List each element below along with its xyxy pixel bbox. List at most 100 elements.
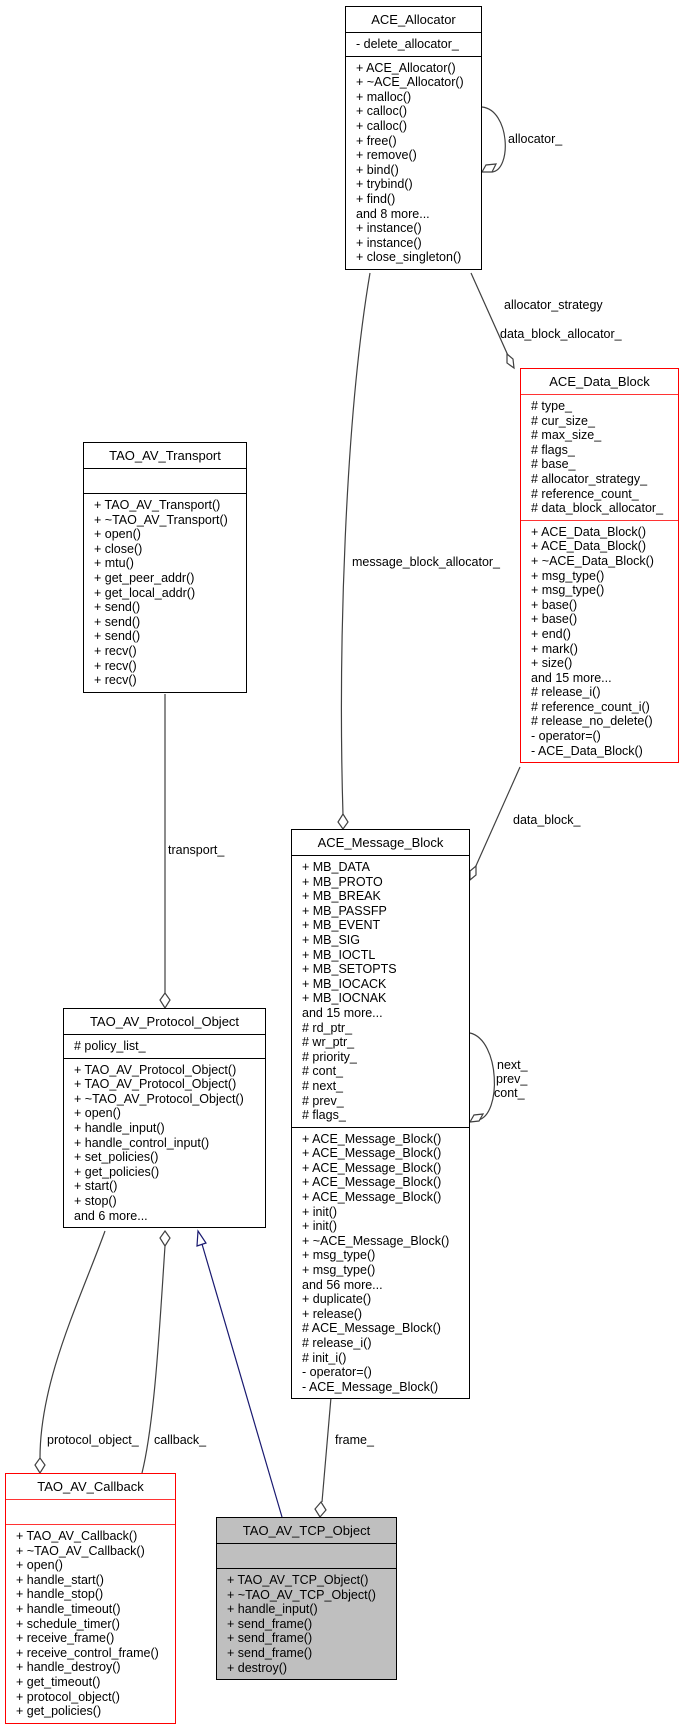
method-item: + get_policies() <box>16 1704 102 1719</box>
methods-compartment: + TAO_AV_Transport()+ ~TAO_AV_Transport(… <box>84 493 246 692</box>
method-item: + bind() <box>356 162 399 177</box>
method-item: # ACE_Message_Block() <box>302 1321 441 1336</box>
edge-label-protocol-object: protocol_object_ <box>47 1433 139 1447</box>
method-item: + ACE_Allocator() <box>356 60 456 75</box>
method-item: + open() <box>94 527 141 542</box>
method-item: + schedule_timer() <box>16 1616 120 1631</box>
attribute-item: # next_ <box>302 1078 344 1093</box>
attribute-item: # cur_size_ <box>531 413 595 428</box>
method-item: + remove() <box>356 148 417 163</box>
edge-label-allocator: allocator_ <box>508 132 563 146</box>
edge-label-data-block-allocator: data_block_allocator_ <box>500 327 622 341</box>
attribute-item: - delete_allocator_ <box>356 37 459 51</box>
methods-compartment: + ACE_Data_Block()+ ACE_Data_Block()+ ~A… <box>521 519 678 763</box>
method-item: + get_timeout() <box>16 1674 101 1689</box>
method-item: # reference_count_i() <box>531 699 650 714</box>
inheritance-triangle-icon <box>196 1229 207 1247</box>
aggregation-diamond-icon <box>337 812 349 831</box>
edge-allocator-self <box>481 106 506 173</box>
method-item: + TAO_AV_Protocol_Object() <box>74 1077 237 1092</box>
attribute-item: # base_ <box>531 457 576 472</box>
edge-label-frame: frame_ <box>335 1433 374 1447</box>
class-node-tao-av-protocol-object[interactable]: TAO_AV_Protocol_Object# policy_list_+ TA… <box>63 1008 266 1229</box>
attribute-item: + MB_IOCACK <box>302 976 387 991</box>
class-name: ACE_Allocator <box>371 12 456 27</box>
method-item: + send_frame() <box>227 1631 313 1646</box>
method-item: + handle_destroy() <box>16 1660 121 1675</box>
aggregation-diamond-icon <box>159 1229 171 1248</box>
attribute-item: # flags_ <box>302 1108 346 1123</box>
method-item: + handle_stop() <box>16 1587 104 1602</box>
method-item: and 15 more... <box>531 670 612 685</box>
edge-label-callback: callback_ <box>154 1433 207 1447</box>
attribute-item: # type_ <box>531 399 573 413</box>
attribute-item: and 15 more... <box>302 1005 383 1020</box>
method-item: + msg_type() <box>531 583 605 598</box>
method-item: + recv() <box>94 643 137 658</box>
class-name: ACE_Message_Block <box>317 835 444 850</box>
aggregation-diamond-icon <box>314 1500 327 1519</box>
method-item: + send() <box>94 629 141 644</box>
method-item: + handle_control_input() <box>74 1135 210 1150</box>
method-item: + msg_type() <box>531 568 605 583</box>
method-item: + close_singleton() <box>356 250 462 265</box>
method-item: + malloc() <box>356 89 412 104</box>
method-item: + msg_type() <box>302 1248 376 1263</box>
attributes-compartment: # type_# cur_size_# max_size_# flags_# b… <box>521 394 678 520</box>
edge-allocator-message-block <box>340 272 371 816</box>
attribute-item: # data_block_allocator_ <box>531 501 664 516</box>
method-item: + duplicate() <box>302 1292 372 1307</box>
attributes-compartment <box>217 1543 396 1568</box>
class-node-tao-av-callback[interactable]: TAO_AV_Callback+ TAO_AV_Callback()+ ~TAO… <box>5 1473 176 1724</box>
method-item: + recv() <box>94 658 137 673</box>
method-item: + mark() <box>531 641 578 656</box>
methods-compartment: + ACE_Allocator()+ ~ACE_Allocator()+ mal… <box>346 55 481 269</box>
method-item: # release_i() <box>302 1336 372 1350</box>
attribute-item: + MB_PASSFP <box>302 903 387 918</box>
edge-label-next: next_ <box>497 1058 528 1072</box>
class-name: TAO_AV_TCP_Object <box>242 1523 371 1538</box>
method-item: + mtu() <box>94 556 134 571</box>
method-item: + msg_type() <box>302 1263 376 1278</box>
method-item: + handle_start() <box>16 1572 104 1587</box>
attribute-item: # cont_ <box>302 1064 344 1079</box>
class-node-tao-av-transport[interactable]: TAO_AV_Transport+ TAO_AV_Transport()+ ~T… <box>83 442 247 693</box>
method-item: + free() <box>356 133 397 148</box>
attributes-compartment: - delete_allocator_ <box>346 32 481 56</box>
method-item: + ACE_Message_Block() <box>302 1190 442 1205</box>
method-item: + handle_input() <box>227 1602 318 1617</box>
method-item: + TAO_AV_TCP_Object() <box>227 1573 369 1587</box>
method-item: + get_local_addr() <box>94 585 196 600</box>
edge-label-transport: transport_ <box>168 843 225 857</box>
edge-message-block-self <box>469 1032 495 1121</box>
attribute-item: # prev_ <box>302 1093 344 1108</box>
class-node-tao-av-tcp-object[interactable]: TAO_AV_TCP_Object+ TAO_AV_TCP_Object()+ … <box>216 1517 397 1681</box>
aggregation-diamond-icon <box>469 864 477 882</box>
method-item: + stop() <box>74 1193 117 1208</box>
method-item: - ACE_Message_Block() <box>302 1379 439 1394</box>
method-item: + start() <box>74 1179 118 1194</box>
method-item: and 56 more... <box>302 1277 383 1292</box>
method-item: + find() <box>356 191 396 206</box>
class-node-ace-message-block[interactable]: ACE_Message_Block + MB_DATA+ MB_PROTO+ MB… <box>291 829 470 1400</box>
method-item: + TAO_AV_Callback() <box>16 1529 138 1543</box>
edge-label-message-block-allocator: message_block_allocator_ <box>352 555 501 569</box>
edge-label-data-block: data_block_ <box>513 813 581 827</box>
method-item: + ~TAO_AV_TCP_Object() <box>227 1587 376 1602</box>
method-item: + size() <box>531 656 573 671</box>
method-item: + base() <box>531 612 578 627</box>
method-item: + get_policies() <box>74 1164 160 1179</box>
class-node-ace-data-block[interactable]: ACE_Data_Block# type_# cur_size_# max_si… <box>520 368 679 764</box>
method-item: + send_frame() <box>227 1645 313 1660</box>
attributes-compartment: + MB_DATA+ MB_PROTO+ MB_BREAK+ MB_PASSFP… <box>292 855 469 1127</box>
method-item: + get_peer_addr() <box>94 570 195 585</box>
attribute-item: + MB_BREAK <box>302 889 381 904</box>
methods-compartment: + TAO_AV_TCP_Object()+ ~TAO_AV_TCP_Objec… <box>217 1568 396 1679</box>
class-name: TAO_AV_Callback <box>37 1479 144 1494</box>
class-node-ace-allocator[interactable]: ACE_Allocator - delete_allocator_ + ACE_Al… <box>345 6 482 270</box>
method-item: + ~TAO_AV_Protocol_Object() <box>74 1091 244 1106</box>
attribute-item: + MB_SETOPTS <box>302 962 397 977</box>
method-item: # release_no_delete() <box>531 714 653 729</box>
aggregation-diamond-icon <box>34 1456 46 1475</box>
